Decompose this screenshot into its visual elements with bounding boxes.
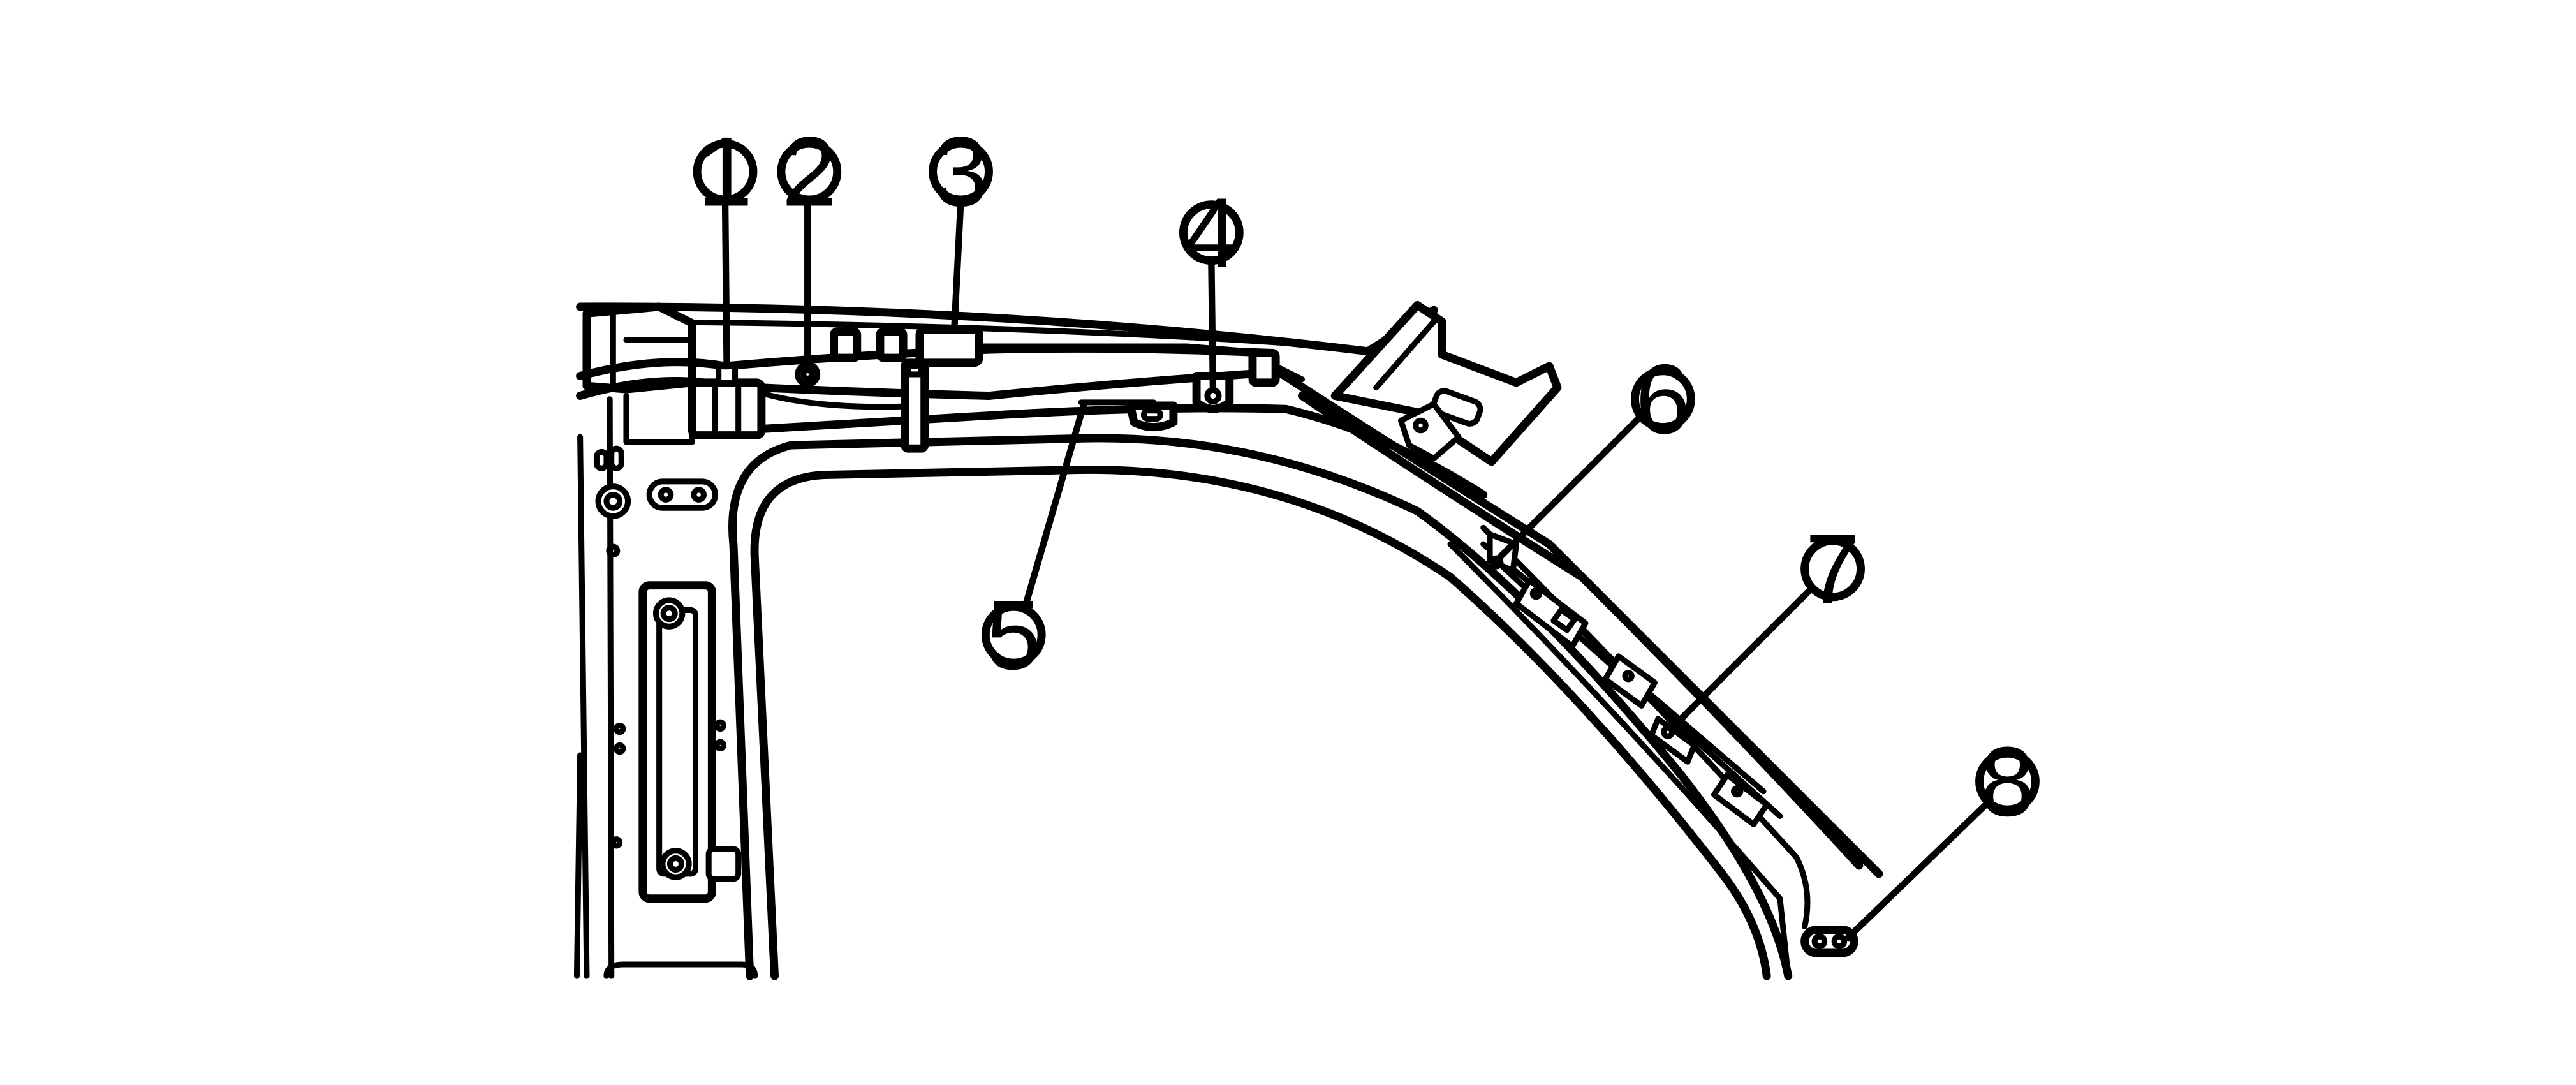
callout-2-circle <box>777 139 842 204</box>
leader-5 <box>1022 401 1088 608</box>
pillar-strap-bolt-bottom-inner <box>666 855 685 873</box>
a-pillar-box-2-hole <box>1622 670 1635 683</box>
callout-7: 7 <box>1800 513 1865 624</box>
leader-4 <box>1208 260 1217 390</box>
leader-6 <box>1497 415 1642 560</box>
cable-tie-head <box>905 363 925 378</box>
callout-3-label: 3 <box>933 117 988 227</box>
callout-6-circle <box>1630 367 1695 432</box>
body-hole-2 <box>613 722 626 735</box>
a-pillar-clip-8-hole-right <box>1831 933 1848 950</box>
body-hole-6 <box>610 836 623 849</box>
callout-3: 3 <box>929 117 993 227</box>
door-opening-outer <box>728 434 1793 980</box>
leader-3 <box>951 199 964 330</box>
callout-7-label: 7 <box>1805 513 1860 624</box>
body-slot-small-2 <box>593 448 610 471</box>
a-pillar-bracket-clip <box>1397 401 1462 462</box>
body-hole-4 <box>714 719 726 732</box>
roof-harness <box>576 325 1305 453</box>
callout-8-label: 8 <box>1980 727 2035 837</box>
body-hole-5 <box>714 739 726 752</box>
pillar-strap-bolt-top-inner <box>660 605 678 623</box>
a-pillar-clip-8-hole-left <box>1811 933 1828 950</box>
a-pillar-rail-2 <box>1298 392 1864 870</box>
harness-clip-hole <box>1204 387 1222 405</box>
pillar-outer-line-1 <box>577 434 590 979</box>
a-pillar-bracket-slot <box>1431 388 1483 427</box>
callout-8: 8 <box>1975 727 2040 837</box>
callout-1: 1 <box>693 117 758 227</box>
connector-segment-1 <box>830 327 862 362</box>
body-frame <box>573 300 1883 980</box>
a-pillar-clip-6-hole <box>1489 555 1504 570</box>
harness-main-lower <box>576 368 1274 400</box>
a-pillar-box-3-hole <box>1730 785 1744 798</box>
callout-4-circle <box>1179 200 1244 265</box>
leader-7 <box>1668 586 1814 732</box>
a-pillar-clip-7-hole <box>1661 725 1675 739</box>
a-pillar-box-1-hole <box>1529 587 1543 600</box>
lower-rail-bracket-slot <box>1140 408 1163 422</box>
callout-1-label: 1 <box>698 117 753 227</box>
body-slot-small <box>608 445 624 471</box>
leader-lines <box>721 199 1992 942</box>
body-slot-hole-left <box>658 487 674 503</box>
body-grommet <box>595 483 631 519</box>
pillar-side-tab <box>705 846 742 882</box>
a-pillar-box-3 <box>1711 772 1770 827</box>
door-opening-inner <box>750 466 1771 980</box>
base-line <box>603 961 758 979</box>
body-slot-hole-right <box>691 487 707 503</box>
callout-1-circle <box>693 139 758 204</box>
callout-5-circle <box>981 602 1046 667</box>
leader-8 <box>1843 799 1992 942</box>
callout-4-label: 4 <box>1184 177 1239 288</box>
callout-7-circle <box>1800 536 1865 602</box>
body-hole-1 <box>606 543 621 558</box>
a-pillar-bracket-edge <box>1373 318 1437 391</box>
front-connector <box>1248 348 1280 387</box>
harness-sleeve <box>688 378 766 439</box>
callout-6-label: 6 <box>1635 344 1690 454</box>
cable-tie <box>901 358 929 453</box>
a-pillar-harness <box>1480 531 1858 957</box>
callout-5: 5 <box>981 580 1046 690</box>
roof-end-box <box>623 392 695 445</box>
roof-end-cap <box>582 302 696 394</box>
callout-4: 4 <box>1179 177 1244 288</box>
callout-6: 6 <box>1630 344 1695 454</box>
connector-segment-2 <box>876 327 908 362</box>
connector-protector <box>915 325 983 367</box>
callout-8-circle <box>1975 749 2040 814</box>
body-grommet-inner <box>603 492 623 511</box>
callout-3-circle <box>929 139 993 204</box>
a-pillar-rail-4 <box>1447 541 1792 979</box>
harness-to-front <box>976 343 1272 356</box>
leader-1 <box>721 199 730 370</box>
a-pillar-box-1-slot <box>1550 607 1578 633</box>
pillar-strap-bolt-bottom <box>659 848 692 880</box>
pillar-strap-bolt-top <box>652 597 686 630</box>
callout-5-label: 5 <box>986 580 1041 690</box>
a-pillar-bracket-hole <box>1413 417 1429 434</box>
callout-2: 2 <box>777 117 842 227</box>
a-pillar-box-1 <box>1513 577 1589 649</box>
pillar-outer-line-3 <box>573 752 584 979</box>
front-harness-line <box>1272 363 1305 383</box>
body-hole-3 <box>613 742 626 755</box>
callout-2-label: 2 <box>782 117 837 227</box>
harness-clip-2-inner <box>800 367 815 381</box>
roof-rail-lower <box>704 404 1488 499</box>
